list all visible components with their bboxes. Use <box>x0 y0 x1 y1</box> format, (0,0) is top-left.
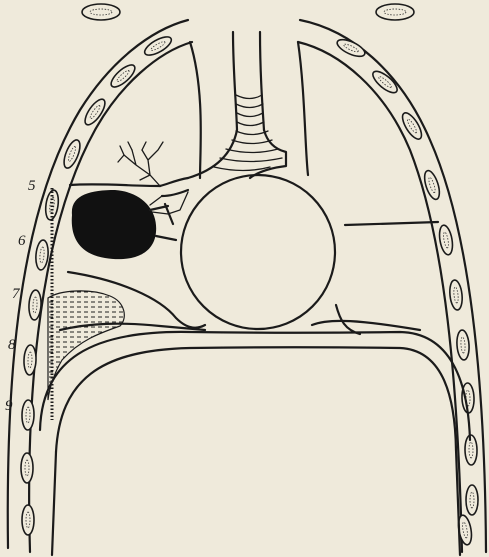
chest-wall <box>8 20 486 552</box>
rib-section <box>456 330 470 361</box>
rib-section <box>399 110 425 142</box>
rib-section <box>466 485 478 515</box>
rib-section <box>35 240 50 271</box>
rib-number-8: 8 <box>8 337 16 353</box>
diaphragm <box>40 332 470 555</box>
effusion-stipple <box>48 291 124 400</box>
rib-section <box>44 189 60 220</box>
left-lung <box>60 42 205 330</box>
rib-section <box>61 138 83 170</box>
rib-number-6: 6 <box>18 233 26 249</box>
rib-section <box>21 453 33 483</box>
rib-section <box>437 224 454 256</box>
top-bone-ovals <box>82 4 414 20</box>
rib-number-5: 5 <box>28 178 36 194</box>
rib-section <box>448 279 463 310</box>
heart <box>181 175 335 329</box>
trachea <box>188 32 286 178</box>
rib-section <box>23 345 36 375</box>
rib-section <box>142 33 174 58</box>
rib-section <box>108 62 138 91</box>
rib-number-9: 9 <box>5 398 13 414</box>
left-rib-sections <box>21 33 174 535</box>
dark-mass <box>72 190 176 259</box>
rib-section <box>22 400 35 430</box>
rib-section <box>22 505 34 535</box>
